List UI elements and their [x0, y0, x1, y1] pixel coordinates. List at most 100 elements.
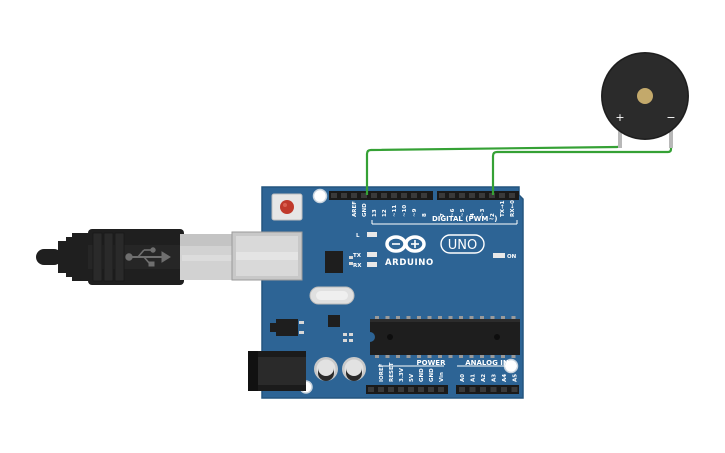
- chip-pin: [511, 355, 516, 358]
- header-socket[interactable]: [408, 387, 414, 392]
- chip-pin: [396, 355, 400, 358]
- reset-button[interactable]: [271, 193, 303, 221]
- header-socket[interactable]: [381, 193, 387, 198]
- led-rx: RX: [353, 262, 377, 269]
- digital-pin-label: RX←0: [510, 200, 516, 217]
- header-socket[interactable]: [459, 387, 465, 392]
- chip-pin: [469, 316, 474, 319]
- digital-pin-label: ~5: [460, 208, 466, 217]
- digital-pin-label: 7: [440, 213, 446, 217]
- header-socket[interactable]: [469, 387, 476, 392]
- header-socket[interactable]: [421, 193, 427, 198]
- digital-pin-label: ~3: [480, 208, 486, 217]
- chip-pin: [417, 316, 421, 319]
- header-socket[interactable]: [438, 387, 444, 392]
- chip-pin: [501, 316, 505, 319]
- chip-pin: [511, 316, 516, 319]
- digital-pin-label: ~10: [402, 205, 408, 217]
- usb-b-port[interactable]: [231, 231, 303, 281]
- analog-pin-label: A5: [513, 374, 519, 382]
- header-socket[interactable]: [351, 193, 357, 198]
- chip-pin: [490, 355, 495, 358]
- capacitor: [342, 357, 366, 381]
- digital-pin-label: 4: [470, 213, 476, 217]
- power-pin-label: GND: [419, 368, 425, 382]
- chip-pin: [501, 355, 505, 358]
- digital-pin-label: TX→1: [500, 200, 506, 217]
- header-socket[interactable]: [401, 193, 407, 198]
- chip-pin: [480, 355, 484, 358]
- header-socket[interactable]: [368, 387, 374, 392]
- power-pin-label: 3.3V: [399, 367, 405, 382]
- digital-pin-label: ~6: [450, 208, 456, 217]
- chip-pin: [385, 355, 390, 358]
- power-pin-label: RESET: [389, 362, 395, 382]
- analog-pin-label: A1: [471, 374, 477, 382]
- header-socket[interactable]: [398, 387, 404, 392]
- chip-pin: [396, 316, 400, 319]
- led-on-label: ON: [507, 254, 517, 260]
- model-text: UNO: [448, 238, 477, 253]
- atmega-microcontroller: [370, 316, 520, 358]
- small-chip: [328, 315, 340, 327]
- header-socket[interactable]: [378, 387, 384, 392]
- header-socket[interactable]: [331, 193, 337, 198]
- digital-header: [329, 191, 519, 200]
- digital-pin-label: ~9: [412, 208, 418, 217]
- chip-pin: [448, 316, 453, 319]
- header-socket[interactable]: [411, 193, 417, 198]
- wire-buzzer-minus-to-pin2[interactable]: [491, 121, 673, 195]
- voltage-regulator: [270, 319, 304, 336]
- power-pin-label: IOREF: [379, 363, 385, 382]
- led-l-label: L: [356, 233, 360, 239]
- chip-pin: [385, 316, 390, 319]
- header-socket[interactable]: [489, 193, 495, 198]
- header-socket[interactable]: [459, 193, 465, 198]
- header-socket[interactable]: [501, 387, 507, 392]
- power-header: [366, 385, 448, 394]
- header-socket[interactable]: [511, 387, 518, 392]
- led-tx-label: TX: [353, 253, 362, 259]
- chip-pin: [406, 355, 411, 358]
- chip-pin: [417, 355, 421, 358]
- digital-pin-label: ~11: [392, 205, 398, 217]
- header-socket[interactable]: [449, 193, 455, 198]
- header-socket[interactable]: [490, 387, 497, 392]
- header-socket[interactable]: [418, 387, 424, 392]
- chip-pin: [427, 316, 432, 319]
- header-socket[interactable]: [439, 193, 445, 198]
- header-socket[interactable]: [361, 193, 367, 198]
- dc-power-jack[interactable]: [248, 351, 306, 391]
- analog-pin-label: A4: [502, 374, 508, 382]
- chip-pin: [459, 355, 463, 358]
- chip-pin: [490, 316, 495, 319]
- header-socket[interactable]: [509, 193, 515, 198]
- header-socket[interactable]: [391, 193, 397, 198]
- digital-pin-label: AREF: [352, 201, 358, 217]
- digital-pin-label: GND: [362, 203, 368, 217]
- crystal-oscillator: [309, 286, 355, 305]
- chip-pin: [375, 316, 379, 319]
- piezo-buzzer[interactable]: + −: [601, 52, 689, 148]
- usb-cable[interactable]: [36, 229, 234, 285]
- chip-pin: [375, 355, 379, 358]
- header-socket[interactable]: [499, 193, 505, 198]
- header-socket[interactable]: [341, 193, 347, 198]
- header-socket[interactable]: [388, 387, 394, 392]
- power-pin-label: 5V: [409, 373, 415, 382]
- led-on: ON: [493, 253, 517, 260]
- analog-label: ANALOG IN: [465, 359, 509, 367]
- brand-text: ARDUINO: [385, 258, 434, 268]
- digital-pin-label: 13: [372, 209, 378, 217]
- header-socket[interactable]: [428, 387, 434, 392]
- header-socket[interactable]: [371, 193, 377, 198]
- header-socket[interactable]: [469, 193, 475, 198]
- led-l: L: [356, 232, 377, 239]
- analog-header: [456, 385, 519, 394]
- header-socket[interactable]: [480, 387, 486, 392]
- header-socket[interactable]: [479, 193, 485, 198]
- chip-pin: [438, 316, 442, 319]
- digital-pin-label: 2: [490, 213, 496, 217]
